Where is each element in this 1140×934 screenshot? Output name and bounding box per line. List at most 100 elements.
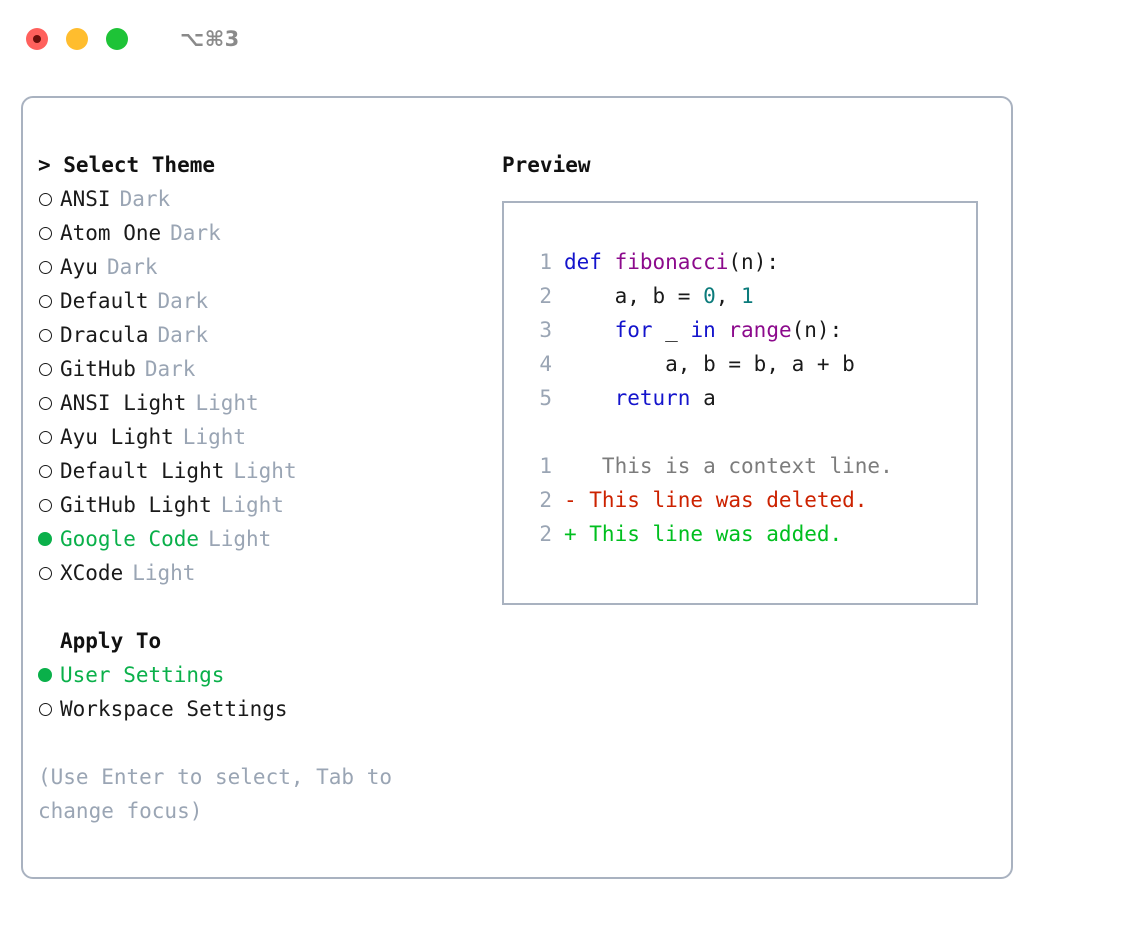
diff-line: 2+ This line was added. [524,517,976,551]
diff-line: 2 - This line was deleted. [524,483,976,517]
code-token-pun: , [715,284,742,308]
theme-option-dracula[interactable]: Dracula Dark [38,318,498,352]
theme-option-label: Default Light [60,459,225,483]
code-line-text: return a [564,381,716,415]
theme-option-atom-one[interactable]: Atom One Dark [38,216,498,250]
code-line-number: 3 [539,318,552,342]
theme-option-default-light[interactable]: Default Light Light [38,454,498,488]
code-line: 5 return a [524,381,976,415]
code-token-pun: ( [791,318,805,342]
code-token-id: n [741,250,754,274]
preview-title: Preview [502,153,591,177]
theme-option-default[interactable]: Default Dark [38,284,498,318]
theme-option-github[interactable]: GitHub Dark [38,352,498,386]
theme-option-kind: Dark [106,255,158,279]
keyboard-shortcut-label: ⌥⌘3 [180,27,240,51]
theme-option-google-code[interactable]: Google Code Light [38,522,498,556]
theme-option-ansi[interactable]: ANSI Dark [38,182,498,216]
code-token-fn: range [728,318,792,342]
code-line-text: def fibonacci(n): [564,245,779,279]
code-token-kw: in [690,318,729,342]
apply-to-title: Apply To [60,629,162,653]
code-token-kw: return [564,386,704,410]
theme-option-label: Default [60,289,149,313]
code-token-num: 1 [741,284,754,308]
code-line: 3 for _ in range(n): [524,313,976,347]
code-line-text: a, b = 0, 1 [564,279,754,313]
theme-option-label: Google Code [60,527,200,551]
diff-line-text: This is a context line. [564,454,893,478]
window-controls [26,28,128,50]
list-spacer [38,590,498,624]
apply-to-option-user-settings[interactable]: User Settings [38,658,498,692]
window-titlebar: ⌥⌘3 [0,0,1140,78]
zoom-button[interactable] [106,28,128,50]
theme-option-github-light[interactable]: GitHub Light Light [38,488,498,522]
code-line-number: 4 [539,352,552,376]
diff-line-text: - This line was deleted. [564,488,868,512]
theme-option-kind: Dark [144,357,196,381]
diff-sample: 1 This is a context line. 2 - This line wa… [524,449,976,551]
apply-to-option-label: Workspace Settings [60,697,288,721]
theme-option-label: Dracula [60,323,149,347]
theme-option-label: XCode [60,561,124,585]
code-line-text: a, b = b, a + b [564,347,855,381]
theme-option-kind: Light [195,391,259,415]
theme-option-label: Ayu [60,255,98,279]
close-button[interactable] [26,28,48,50]
theme-option-label: ANSI [60,187,111,211]
code-line: 4 a, b = b, a + b [524,347,976,381]
apply-to-option-workspace-settings[interactable]: Workspace Settings [38,692,498,726]
theme-option-kind: Light [233,459,297,483]
code-token-id: a, b [564,352,729,376]
theme-option-kind: Dark [119,187,171,211]
code-line-number: 1 [539,250,552,274]
diff-line-number: 2 [539,522,552,546]
theme-option-label: GitHub Light [60,493,212,517]
code-line: 1 def fibonacci(n): [524,245,976,279]
code-token-pun: = [677,284,704,308]
code-token-num: 0 [703,284,716,308]
theme-option-kind: Dark [157,289,209,313]
code-token-id: a [703,386,716,410]
theme-option-kind: Dark [170,221,221,245]
theme-option-label: GitHub [60,357,136,381]
code-token-pun: = [728,352,754,376]
diff-line-number: 2 [539,488,552,512]
code-token-pun: ( [728,250,742,274]
minimize-button[interactable] [66,28,88,50]
theme-picker-title: > Select Theme [38,153,216,177]
theme-option-kind: Light [208,527,272,551]
code-token-kw: for [564,318,666,342]
code-token-id: a, b [564,284,678,308]
code-line: 2 a, b = 0, 1 [524,279,976,313]
code-line-number: 2 [539,284,552,308]
apply-to-option-label: User Settings [60,663,225,687]
theme-option-kind: Light [220,493,284,517]
theme-option-xcode[interactable]: XCode Light [38,556,498,590]
code-token-pun: ): [816,318,843,342]
code-token-kw: def [564,250,615,274]
diff-line: 1 This is a context line. [524,449,976,483]
theme-option-ansi-light[interactable]: ANSI Light Light [38,386,498,420]
code-line-text: for _ in range(n): [564,313,843,347]
theme-option-label: ANSI Light [60,391,187,415]
diff-line-number: 1 [539,454,552,478]
code-token-id: n [804,318,817,342]
theme-option-label: Atom One [60,221,162,245]
theme-option-ayu[interactable]: Ayu Dark [38,250,498,284]
keyboard-hint-text: (Use Enter to select, Tab to change focu… [38,765,405,823]
code-line-number: 5 [539,386,552,410]
theme-option-kind: Dark [157,323,209,347]
theme-option-kind: Light [132,561,196,585]
